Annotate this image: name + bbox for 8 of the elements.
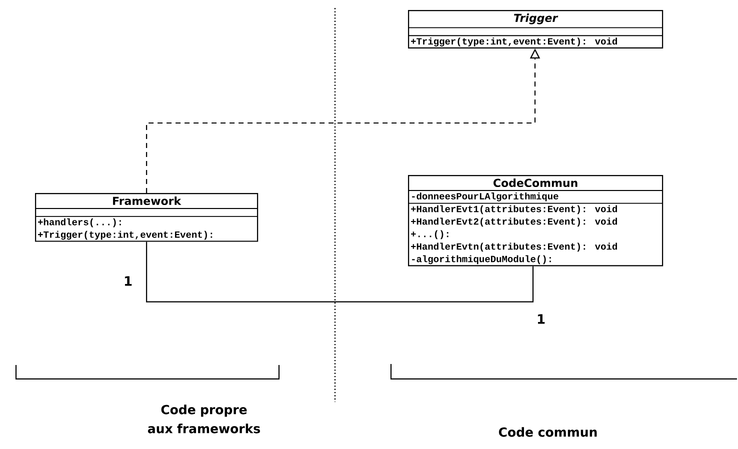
class-box: Framework +handlers(...): +Trigger(type:int,event:Event): <box>35 192 258 242</box>
association-line <box>146 242 534 302</box>
section-caption: Code propre aux frameworks <box>148 404 260 434</box>
section-caption: Code commun <box>498 427 597 437</box>
multiplicity-label: 1 <box>538 314 545 324</box>
multiplicity-label: 1 <box>124 276 132 286</box>
class-box: Trigger +Trigger(type:int,event:Event): void <box>408 10 664 49</box>
class-box: CodeCommun -donneesPourLAlgorithmique +HandlerEvt1(attributes:Event): void +HandlerEvt2(attributes:Event): void +...(): +HandlerEvtn(attributes:Event): void -algorithmiqueDuModule(): <box>408 174 664 266</box>
